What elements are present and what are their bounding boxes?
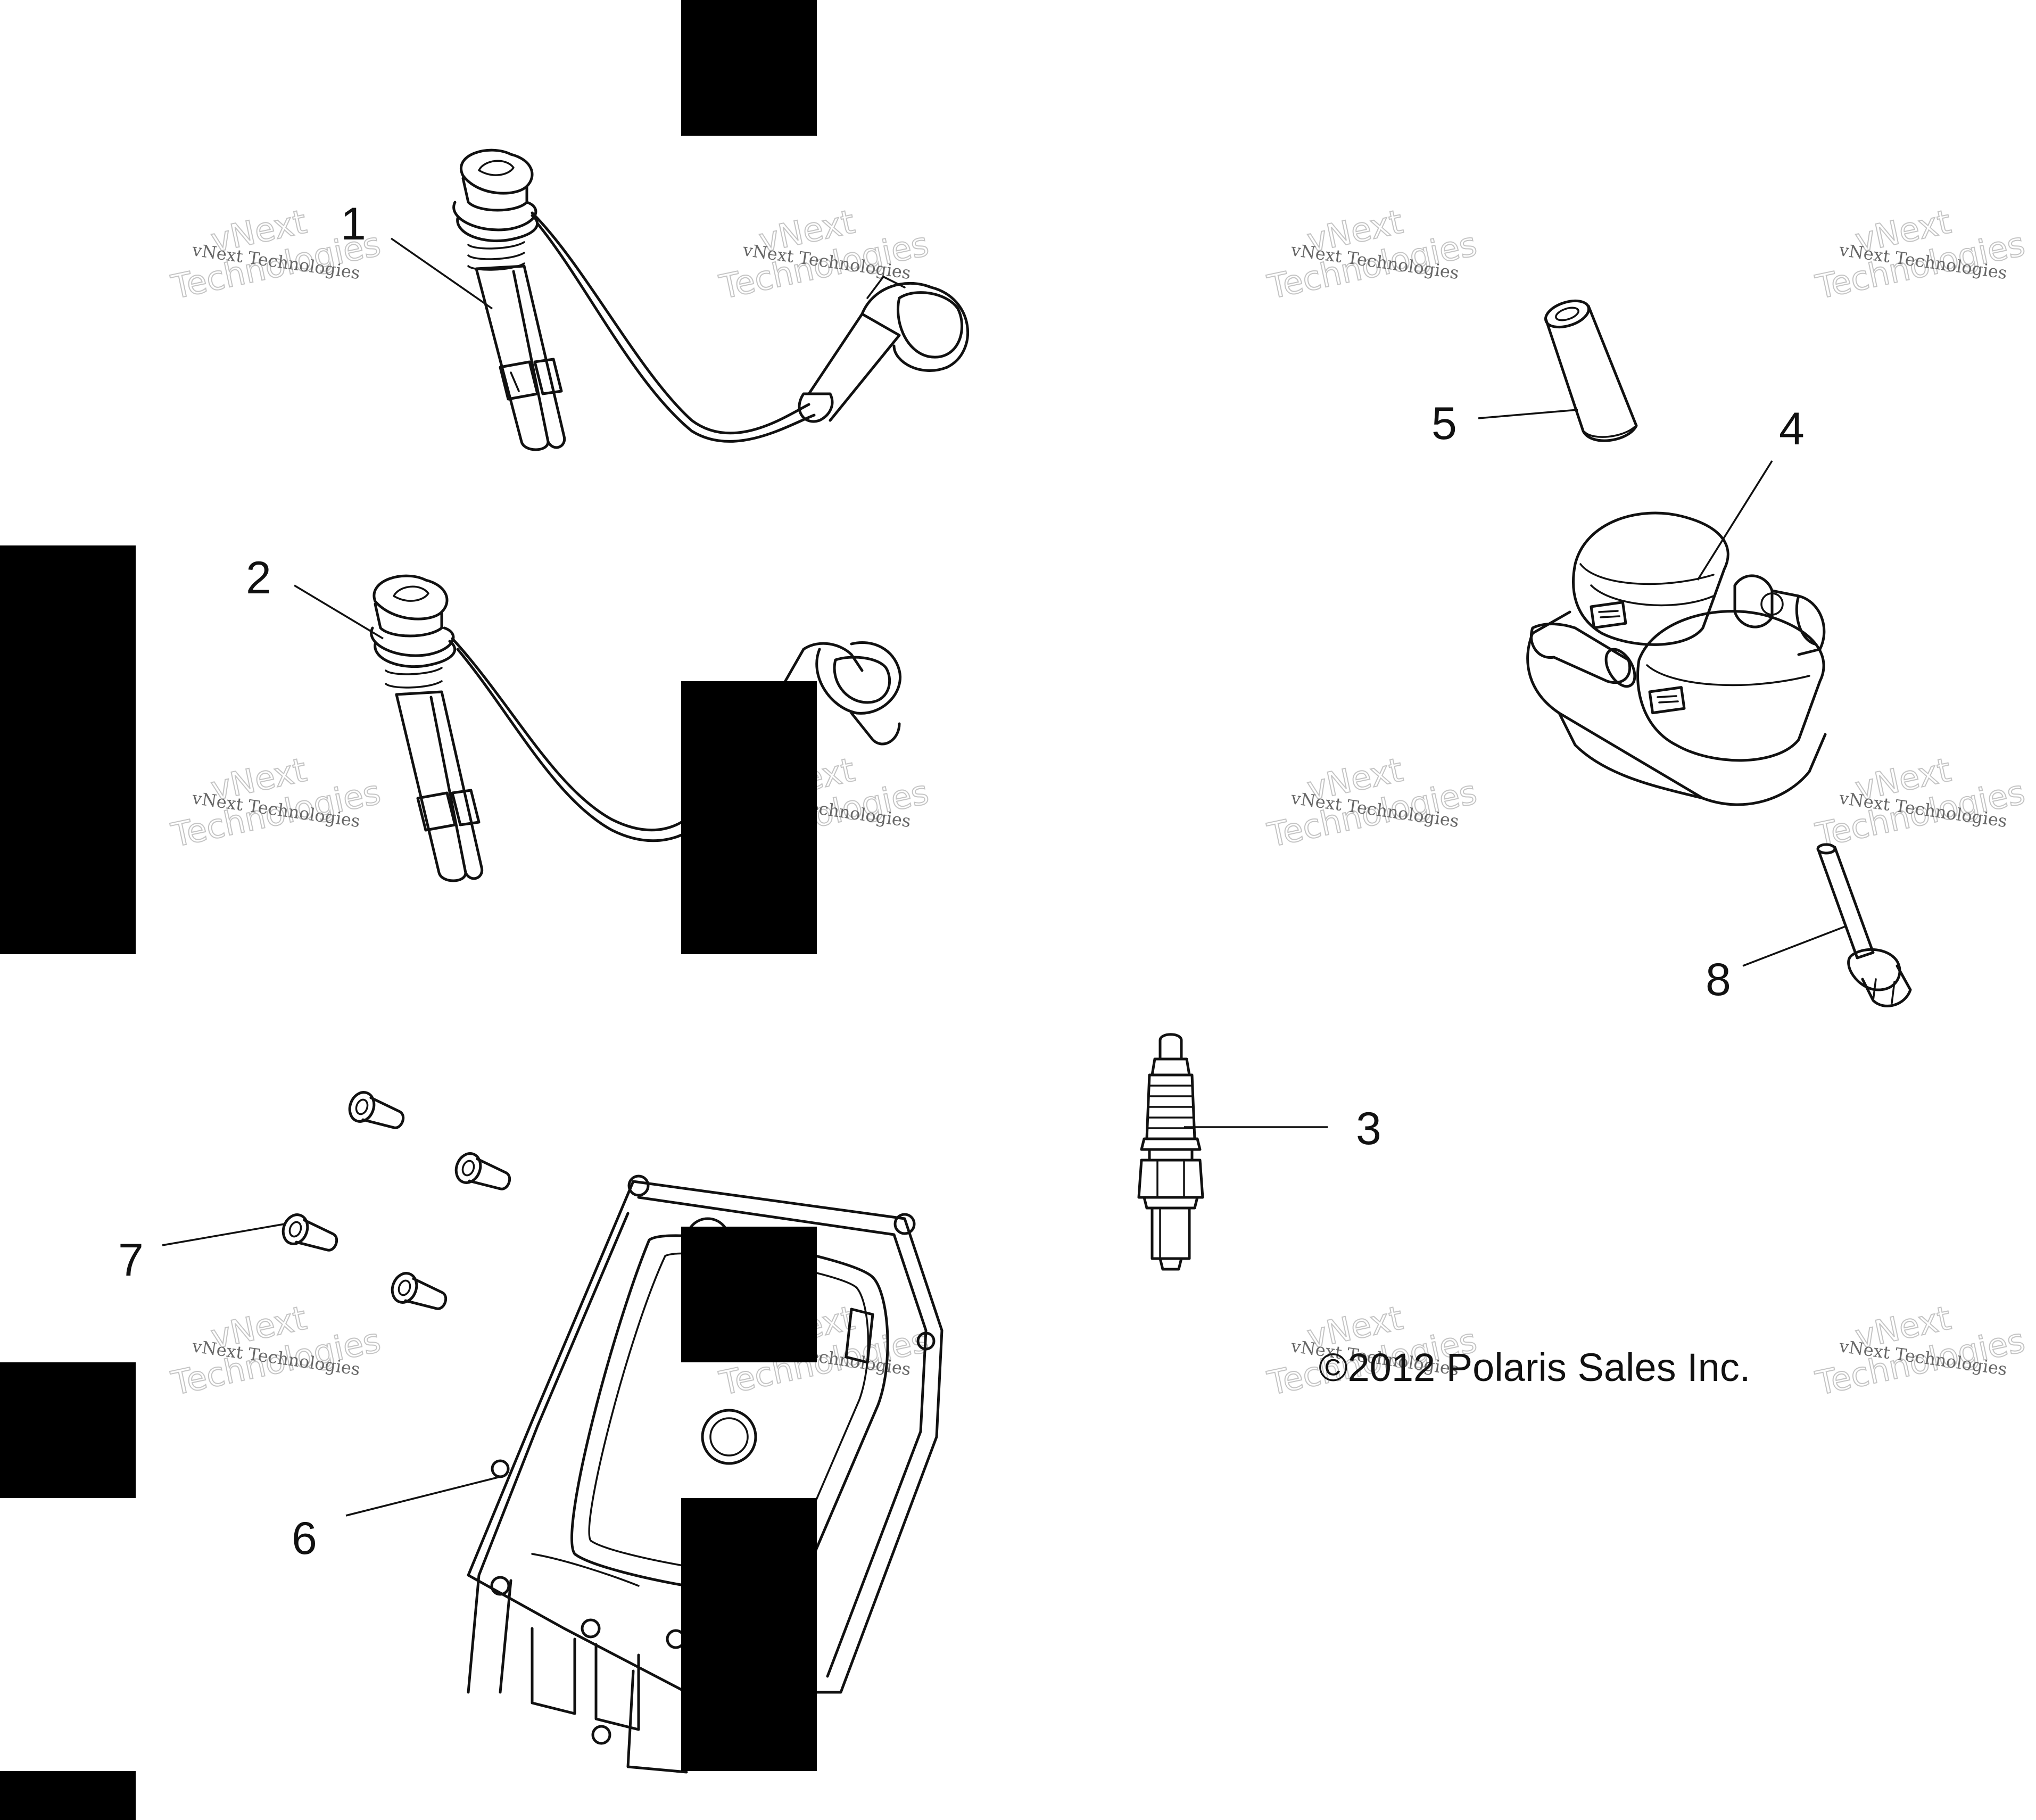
leader-4 xyxy=(1696,460,1773,581)
leader-lines xyxy=(162,237,1847,1517)
callout-2: 2 xyxy=(246,552,271,603)
leader-8 xyxy=(1742,925,1847,967)
copyright-text: ©2012 Polaris Sales Inc. xyxy=(1319,1345,1750,1389)
callout-7: 7 xyxy=(118,1235,144,1286)
redaction-block xyxy=(681,1498,817,1771)
leader-2 xyxy=(294,584,384,640)
part-5-spacer-illustration xyxy=(1544,299,1638,442)
callout-1: 1 xyxy=(341,198,366,250)
redaction-block xyxy=(681,681,817,954)
part-3-spark-plug-illustration xyxy=(1137,1033,1204,1271)
callout-5: 5 xyxy=(1431,398,1457,449)
callout-4: 4 xyxy=(1779,403,1805,454)
part-8-bolt-illustration xyxy=(1816,843,1912,1007)
leader-7 xyxy=(162,1223,285,1246)
redaction-block xyxy=(0,1362,136,1498)
callout-8: 8 xyxy=(1706,954,1731,1005)
callout-labels: 1 2 5 4 8 3 7 6 xyxy=(118,198,1805,1564)
callout-6: 6 xyxy=(292,1513,317,1564)
part-4-coil-pack-illustration xyxy=(1526,511,1827,806)
redaction-blocks xyxy=(0,0,817,1820)
part-2-ht-lead-illustration xyxy=(370,574,901,882)
redaction-block xyxy=(681,0,817,136)
redaction-block xyxy=(0,1771,136,1820)
redaction-block xyxy=(681,1227,817,1362)
part-1-ht-lead-illustration xyxy=(452,148,970,451)
leader-1 xyxy=(391,237,493,310)
redaction-block xyxy=(0,545,136,954)
callout-3: 3 xyxy=(1356,1103,1381,1154)
leader-5 xyxy=(1478,409,1578,419)
part-7-screws-illustration xyxy=(282,1091,511,1310)
leader-6 xyxy=(345,1476,501,1517)
